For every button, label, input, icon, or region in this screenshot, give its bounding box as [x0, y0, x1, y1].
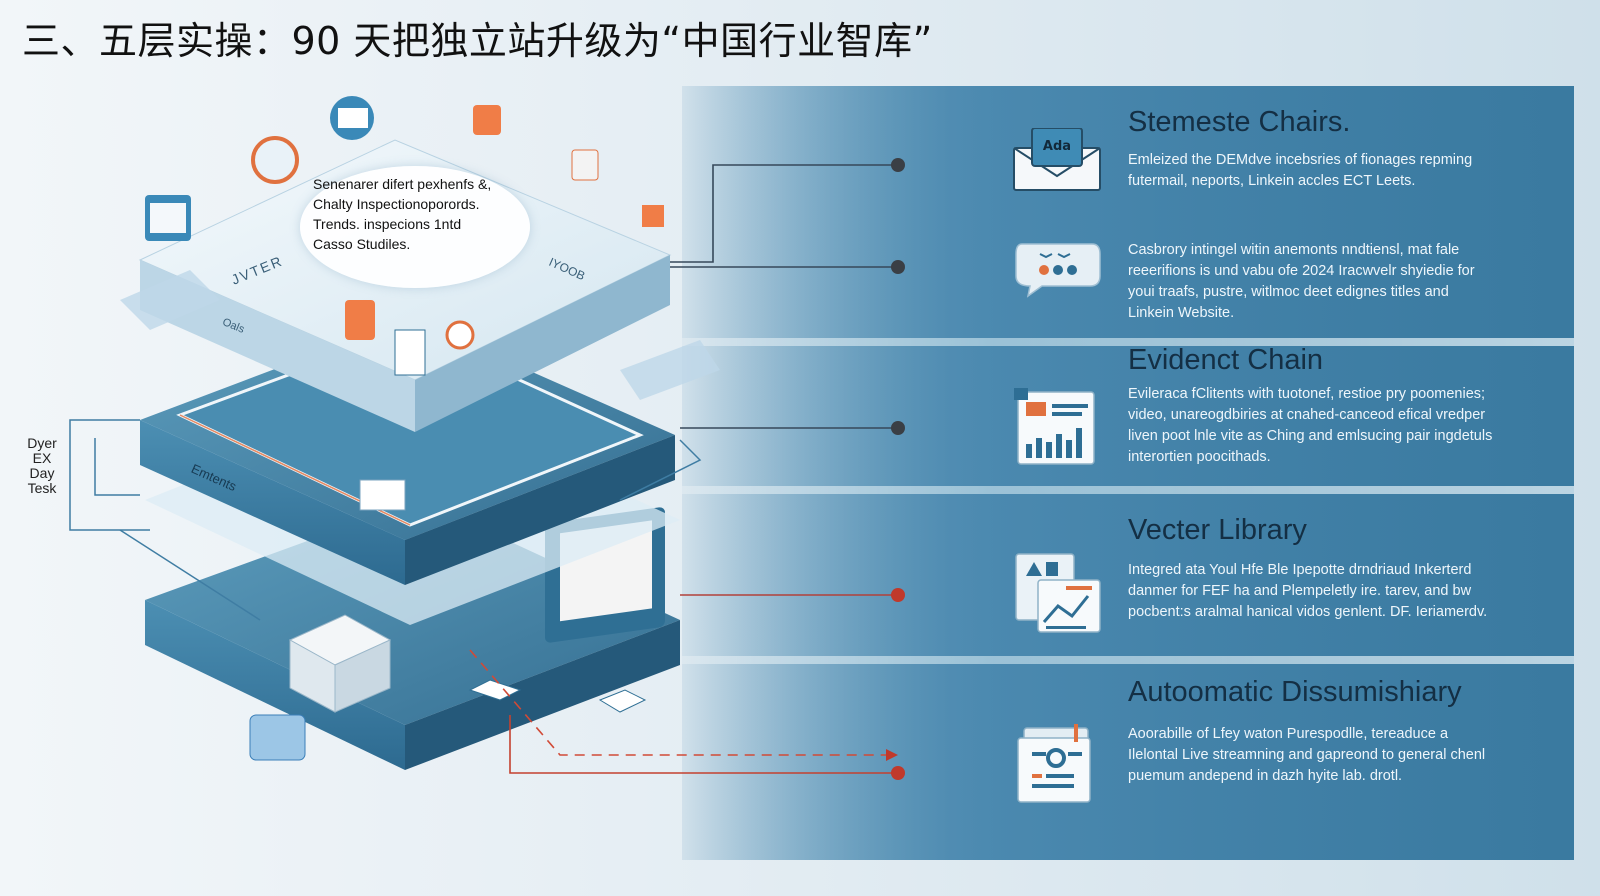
section-band-3 — [682, 494, 1574, 656]
description-line: youi traafs, pustre, witlmoc deet edigne… — [1128, 284, 1449, 300]
side-label-line: Tesk — [27, 480, 57, 496]
section-description: Evileraca fClitents with tuotonef, resti… — [1128, 384, 1548, 468]
callout-line: Trends. inspecions 1ntd — [313, 216, 462, 232]
dashboard-report-icon — [1017, 724, 1091, 803]
description-line: Integred ata Youl Hfe Ble Ipepotte drndr… — [1128, 562, 1472, 578]
description-line: Ilelontal Live streamning and gapreond t… — [1128, 747, 1486, 763]
section-divider — [682, 338, 1574, 346]
callout-line: Chalty Inspectionoporords. — [313, 196, 480, 212]
bar-chart-document-icon — [1014, 388, 1095, 465]
layer-label: Oals — [220, 316, 247, 336]
documents-chart-icon — [1015, 553, 1101, 633]
description-line: Emleized the DEMdve incebsries of fionag… — [1128, 152, 1473, 168]
callout-bubble — [300, 166, 530, 288]
section-band-2 — [682, 346, 1574, 486]
layer-label: Emtents — [189, 460, 239, 495]
description-line: Linkein Website. — [1128, 305, 1235, 321]
section-description: Emleized the DEMdve incebsries of fionag… — [1128, 150, 1548, 192]
section-description: Aoorabille of Lfey waton Purespodlle, te… — [1128, 724, 1548, 787]
description-line: Evileraca fClitents with tuotonef, resti… — [1128, 386, 1486, 402]
description-line: video, unareogdbiries at cnahed-canceod … — [1128, 407, 1486, 423]
side-bracket — [69, 419, 702, 621]
section-heading: Evidenct Chain — [1128, 344, 1324, 376]
description-line: pocbent:s aralmal hanical vidos genlent.… — [1128, 604, 1488, 620]
envelope-icon: Ada — [1013, 128, 1101, 191]
description-line: puemum andepend in dazh hyite lab. drotl… — [1128, 768, 1403, 784]
side-label-line: EX — [32, 450, 52, 466]
side-label: Dyer EX Day Tesk — [22, 436, 62, 496]
side-label-line: Dyer — [27, 435, 57, 451]
description-line: futermail, neports, Linkein accles ECT L… — [1128, 173, 1416, 189]
description-line: Aoorabille of Lfey waton Purespodlle, te… — [1128, 726, 1449, 742]
description-line: reeerifions is und vabu ofe 2024 Iracwve… — [1128, 263, 1475, 279]
section-description: Integred ata Youl Hfe Ble Ipepotte drndr… — [1128, 560, 1548, 623]
section-heading: Stemeste Chairs. — [1128, 106, 1351, 138]
chat-bubble-icon — [1015, 243, 1101, 298]
callout-line: Casso Studiles. — [313, 236, 411, 252]
section-divider — [682, 486, 1574, 494]
layer-bottom — [145, 500, 680, 770]
description-line: danmer for FEF ha and Plempeletly ire. t… — [1128, 583, 1472, 599]
layer-label: IYOOB — [546, 254, 588, 284]
section-description: Casbrory intingel witin anemonts nndtien… — [1128, 240, 1548, 324]
envelope-icon-text: Ada — [1043, 139, 1071, 154]
page-title: 三、五层实操：90 天把独立站升级为“中国行业智库” — [22, 19, 933, 63]
description-line: interortien poocithads. — [1128, 449, 1271, 465]
side-label-line: Day — [29, 465, 55, 481]
section-divider — [682, 656, 1574, 664]
callout-text: Senenarer difert pexhenfs &, Chalty Insp… — [313, 174, 533, 254]
callout-line: Senenarer difert pexhenfs &, — [313, 176, 492, 192]
description-line: Casbrory intingel witin anemonts nndtien… — [1128, 242, 1460, 258]
section-heading: Vecter Library — [1128, 514, 1307, 546]
layer-label: JVTER — [228, 252, 286, 288]
description-line: liven poot lnle vite as Ching and emlsuc… — [1128, 428, 1493, 444]
section-heading: Autoomatic Dissumishiary — [1128, 676, 1462, 708]
